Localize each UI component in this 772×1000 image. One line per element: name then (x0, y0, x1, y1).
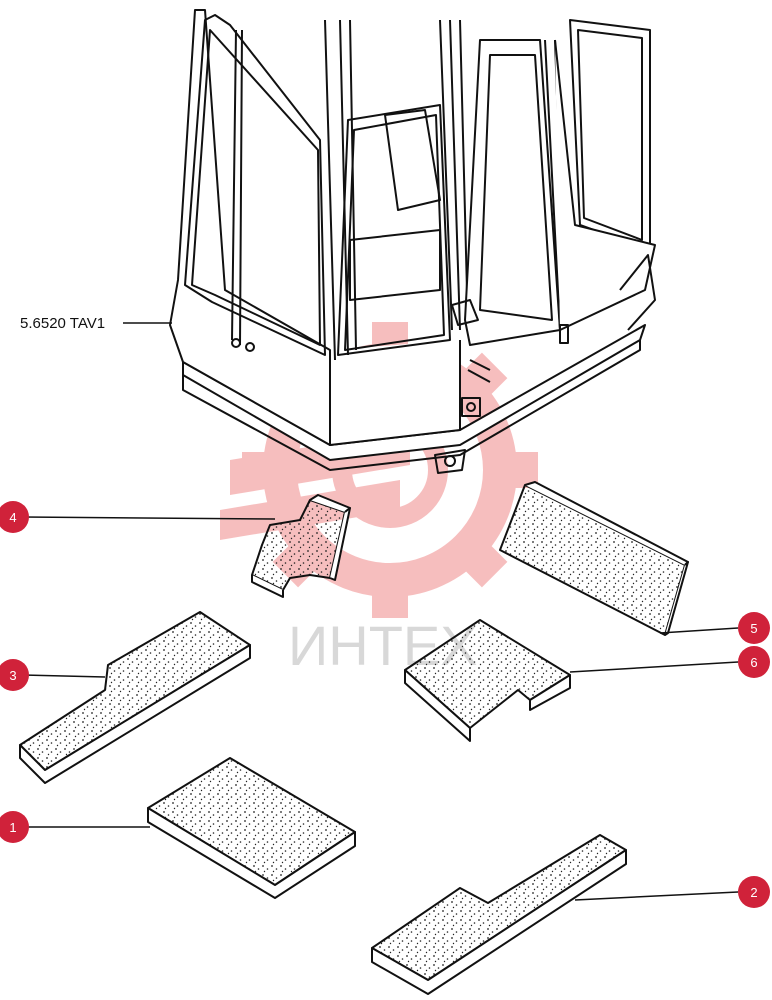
foam-part-2 (371, 834, 627, 995)
callout-leaders (22, 516, 739, 901)
part-number-label: 5.6520 TAV1 (20, 315, 105, 332)
callout-1-number: 1 (9, 820, 16, 835)
foam-part-5 (499, 481, 689, 636)
callout-1[interactable]: 1 (0, 811, 29, 843)
cab-assembly (169, 9, 656, 474)
callout-3-number: 3 (9, 668, 16, 683)
callout-3[interactable]: 3 (0, 659, 29, 691)
callout-6[interactable]: 6 (738, 646, 770, 678)
foam-part-4 (251, 494, 351, 598)
callout-2[interactable]: 2 (738, 876, 770, 908)
callout-4[interactable]: 4 (0, 501, 29, 533)
foam-part-6 (404, 619, 571, 742)
foam-part-1 (147, 757, 356, 899)
foam-part-3 (19, 611, 251, 784)
callout-6-number: 6 (750, 655, 757, 670)
callout-4-number: 4 (9, 510, 16, 525)
callout-5-number: 5 (750, 621, 757, 636)
callout-5[interactable]: 5 (738, 612, 770, 644)
callout-2-number: 2 (750, 885, 757, 900)
